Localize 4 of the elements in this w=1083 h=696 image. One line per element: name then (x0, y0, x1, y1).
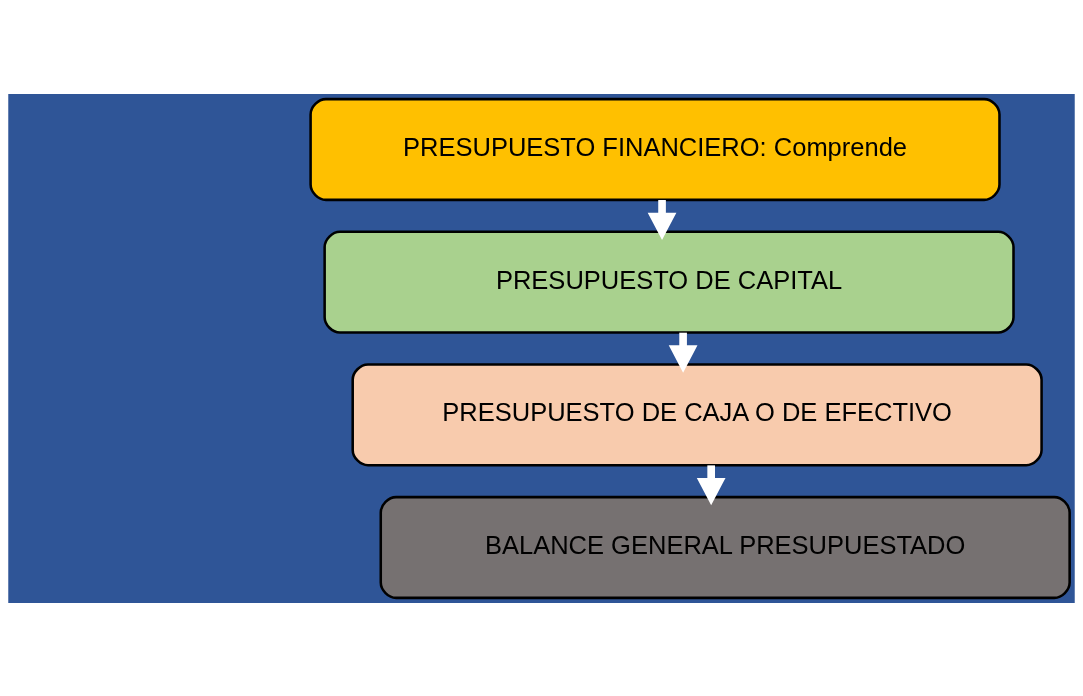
node-box: PRESUPUESTO FINANCIERO: Comprende (309, 97, 1001, 201)
node-box: PRESUPUESTO DE CAJA O DE EFECTIVO (351, 362, 1043, 466)
node-box: BALANCE GENERAL PRESUPUESTADO (379, 495, 1071, 599)
node-box: PRESUPUESTO DE CAPITAL (323, 230, 1015, 334)
